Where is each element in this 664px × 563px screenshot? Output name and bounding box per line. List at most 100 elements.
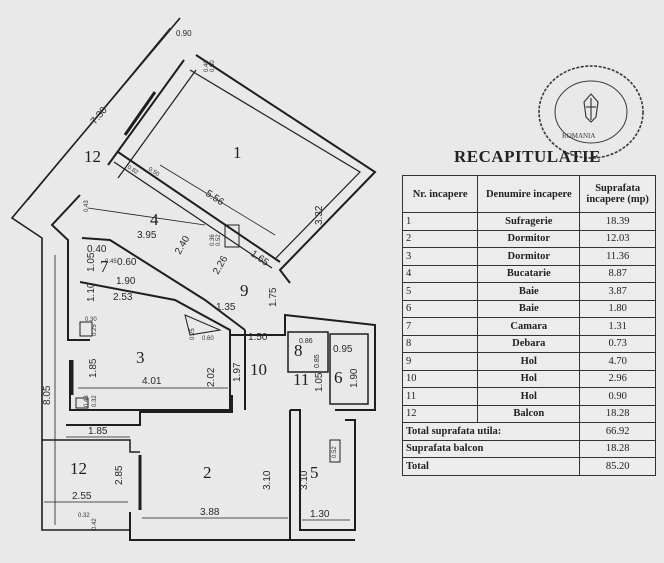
cell-name: Sufragerie [477,212,581,231]
shaft-3 [75,397,89,409]
dim-label: 1.50 [248,332,268,343]
dim-label: 0.95 [333,344,353,355]
stamp-emblem-icon [583,93,599,123]
cell-area: 18.39 [579,212,656,231]
small-mark: 0.45 [105,259,117,265]
cell-nr: 2 [401,229,479,248]
wall-debara [287,331,329,373]
summary-value: 66.92 [579,422,656,441]
room-label-9: 9 [240,281,249,300]
small-mark: 0.60 [210,60,216,72]
dim-line-395 [87,207,206,226]
small-mark: 0.43 [84,200,90,212]
dim-label: 0.86 [299,338,313,345]
outer-wall-inner [189,69,361,259]
cell-name: Debara [477,334,581,353]
dim-label: 0.60 [117,257,137,268]
summary-value: 18.28 [579,439,656,458]
wall-balcony-lower [42,439,140,453]
dim-label: 0.85 [314,354,321,368]
dim-label: 3.88 [200,507,220,518]
small-mark: 0.32 [92,395,98,407]
dim-label: 2.55 [72,491,92,502]
wall-hall [230,313,376,411]
cell-area: 1.31 [579,317,656,336]
recap-header-row: Nr. incapere Denumire incapere Suprafata… [401,175,656,213]
dim-label: 3.95 [137,230,157,241]
cell-nr: 7 [401,317,479,336]
small-mark: 0.30 [85,317,97,323]
cell-area: 0.90 [579,387,656,406]
room-label-12-bottom: 12 [70,459,87,478]
cell-area: 8.87 [579,264,656,283]
cell-nr: 8 [401,334,479,353]
recap-table: Nr. incapere Denumire incapere Suprafata… [401,175,656,476]
small-mark: 0.32 [78,513,90,519]
dim-label: 2.53 [113,292,133,303]
window-3 [123,91,157,136]
wall-kitchen-diag [81,237,246,331]
cell-nr: 3 [401,247,479,266]
shaft-1 [224,224,240,248]
small-mark: 0.52 [332,446,338,458]
cell-name: Hol [477,352,581,371]
dim-label: 1.90 [116,276,136,287]
wall-room-3 [69,281,231,411]
dim-label: 7.30 [89,105,110,127]
cell-nr: 6 [401,299,479,318]
small-mark: 0.60 [202,336,214,342]
dim-label: 3.10 [299,470,310,490]
room-label-7: 7 [100,257,109,276]
cell-area: 18.28 [579,404,656,423]
cell-area: 2.96 [579,369,656,388]
shaft-2 [79,321,93,337]
small-mark: 0.42 [92,518,98,530]
wall-balcony-inner-2 [117,69,197,179]
official-stamp: ROMANIA [538,65,644,159]
cell-name: Baie [477,299,581,318]
dim-label: 2.02 [206,367,217,387]
cell-name: Camara [477,317,581,336]
cell-area: 3.87 [579,282,656,301]
cell-nr: 12 [401,404,479,423]
cell-name: Dormitor [477,229,581,248]
cell-nr: 1 [401,212,479,231]
room-label-11: 11 [293,370,309,389]
room-label-1: 1 [233,143,242,162]
dim-label: 5.56 [203,188,226,208]
dim-label: 3.32 [314,205,325,225]
dim-line-556 [159,164,276,236]
room-label-10: 10 [250,360,267,379]
room-label-5: 5 [310,463,319,482]
small-mark: 0.52 [216,234,222,246]
room-label-12-top: 12 [84,147,101,166]
wall-1-4-b [113,161,273,269]
col-header-name: Denumire incapere [477,175,581,213]
dim-label: 1.85 [88,358,99,378]
cell-name: Balcon [477,404,581,423]
cell-name: Bucatarie [477,264,581,283]
wall-room-5 [290,409,356,531]
dim-label: 2.85 [114,465,125,485]
wall-bath-6 [329,333,369,405]
room-label-3: 3 [136,348,145,367]
summary-value: 85.20 [579,457,656,476]
room-label-4: 4 [150,210,159,229]
col-header-nr: Nr. incapere [401,175,479,213]
recap-title: RECAPITULATIE [454,147,601,166]
wall-1-4 [117,151,281,263]
summary-label: Suprafata balcon [401,439,581,458]
dim-label: 1.90 [349,368,360,388]
col-header-area: Suprafata incapere (mp) [579,175,656,213]
